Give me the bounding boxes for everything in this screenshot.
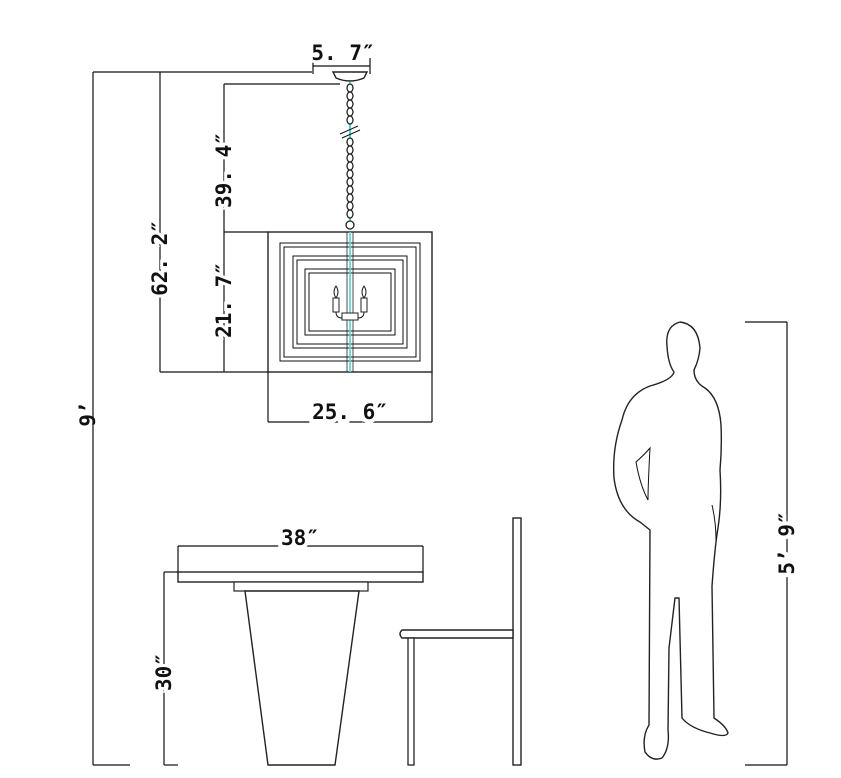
table-height-label: 30″ (152, 653, 176, 691)
chair-seat (399, 629, 514, 639)
chain-length-dimension (223, 83, 340, 232)
fixture-width-label: 25. 6″ (312, 400, 388, 424)
fixture-height-label: 21. 7″ (212, 262, 236, 338)
ceiling-height-dimension (92, 71, 312, 766)
ceiling-height-label: 9’ (76, 401, 100, 426)
chair (399, 517, 522, 766)
table-width-dimension (177, 545, 424, 572)
overall-drop-label: 62. 2″ (148, 220, 172, 296)
fixture-height-dimension (223, 231, 268, 372)
table-top (177, 571, 424, 583)
fixture-width-dimension (267, 372, 433, 423)
pendant-light (267, 71, 433, 373)
candle-cluster (332, 285, 368, 321)
canopy-width-dimension (312, 58, 371, 74)
person-height-dimension (745, 321, 788, 766)
table-height-dimension (163, 571, 178, 766)
table-base (244, 590, 360, 766)
table (177, 571, 424, 766)
person-silhouette (612, 321, 729, 760)
chain (339, 82, 361, 230)
chair-front-leg (407, 637, 415, 766)
canopy (331, 71, 369, 82)
canopy-width-label: 5. 7″ (311, 41, 374, 65)
table-width-label: 38″ (281, 526, 319, 550)
overall-drop-dimension (159, 72, 268, 373)
chair-back (512, 517, 522, 766)
chain-length-label: 39. 4″ (212, 132, 236, 208)
person-height-label: 5’ 9″ (775, 511, 799, 574)
